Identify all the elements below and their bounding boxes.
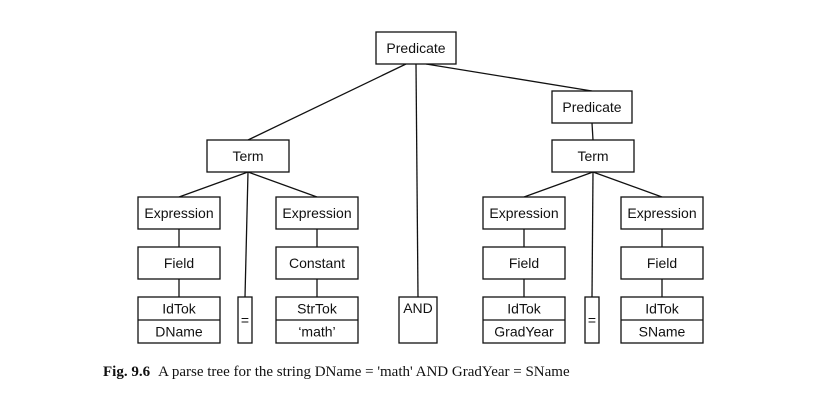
node-constant: Constant (275, 246, 359, 280)
node-strtok: StrTok ‘math’ (275, 296, 359, 344)
edge-term_left-to-eq_l (244, 171, 249, 298)
token-type-label: IdTok (645, 301, 679, 317)
equals-label: = (241, 312, 249, 328)
node-root: Predicate (375, 31, 457, 65)
node-eq-l: = (237, 296, 253, 344)
node-box (551, 90, 633, 124)
edge-root-to-and (415, 63, 419, 298)
token-value-label: SName (639, 324, 686, 340)
node-label: Predicate (562, 99, 621, 115)
node-box (584, 296, 600, 344)
token-type-label: IdTok (162, 301, 196, 317)
figure-number: Fig. 9.6 (103, 364, 151, 380)
node-predicate-right: Predicate (551, 90, 633, 124)
node-label: Predicate (386, 40, 445, 56)
node-box (206, 139, 290, 173)
node-box (237, 296, 253, 344)
edge-term_right-to-expr_rr (592, 171, 663, 198)
equals-label: = (588, 312, 596, 328)
edge-root-to-term_left (247, 63, 407, 141)
figure-caption-text: A parse tree for the string DName = 'mat… (158, 364, 570, 380)
node-box (375, 31, 457, 65)
node-label: Term (577, 148, 608, 164)
node-expr-rr: Expression (620, 196, 704, 230)
node-box (482, 246, 566, 280)
node-term-right: Term (551, 139, 635, 173)
node-term-left: Term (206, 139, 290, 173)
edge-term_right-to-expr_rl (523, 171, 594, 198)
node-box (275, 246, 359, 280)
node-label: Expression (627, 205, 696, 221)
node-field-rl: Field (482, 246, 566, 280)
edge-term_right-to-eq_r (591, 171, 594, 298)
node-box (137, 196, 221, 230)
node-field-rr: Field (620, 246, 704, 280)
token-value-label: DName (155, 324, 203, 340)
node-eq-r: = (584, 296, 600, 344)
node-field-l: Field (137, 246, 221, 280)
token-value-label: GradYear (494, 324, 554, 340)
node-label: Field (647, 255, 677, 271)
figure-caption: Fig. 9.6 A parse tree for the string DNam… (103, 364, 570, 381)
token-type-label: StrTok (297, 301, 338, 317)
node-label: Expression (489, 205, 558, 221)
token-value-label: ‘math’ (298, 324, 335, 340)
node-expr-rl: Expression (482, 196, 566, 230)
node-box (620, 196, 704, 230)
edge-term_left-to-expr_ll (178, 171, 249, 198)
edge-root-to-predicate_right (425, 63, 593, 92)
node-box (275, 196, 359, 230)
edge-predicate_right-to-term_right (591, 122, 594, 141)
edge-term_left-to-expr_lr (247, 171, 318, 198)
node-box (620, 246, 704, 280)
node-expr-ll: Expression (137, 196, 221, 230)
node-and: AND (398, 296, 438, 344)
node-expr-lr: Expression (275, 196, 359, 230)
token-type-label: IdTok (507, 301, 541, 317)
tree-edges (178, 63, 663, 298)
node-label: Term (232, 148, 263, 164)
and-label: AND (403, 300, 433, 316)
node-box (482, 196, 566, 230)
node-label: Field (509, 255, 539, 271)
node-box (137, 246, 221, 280)
node-label: Field (164, 255, 194, 271)
node-label: Expression (282, 205, 351, 221)
node-box (398, 296, 438, 344)
node-label: Constant (289, 255, 345, 271)
node-box (551, 139, 635, 173)
node-label: Expression (144, 205, 213, 221)
